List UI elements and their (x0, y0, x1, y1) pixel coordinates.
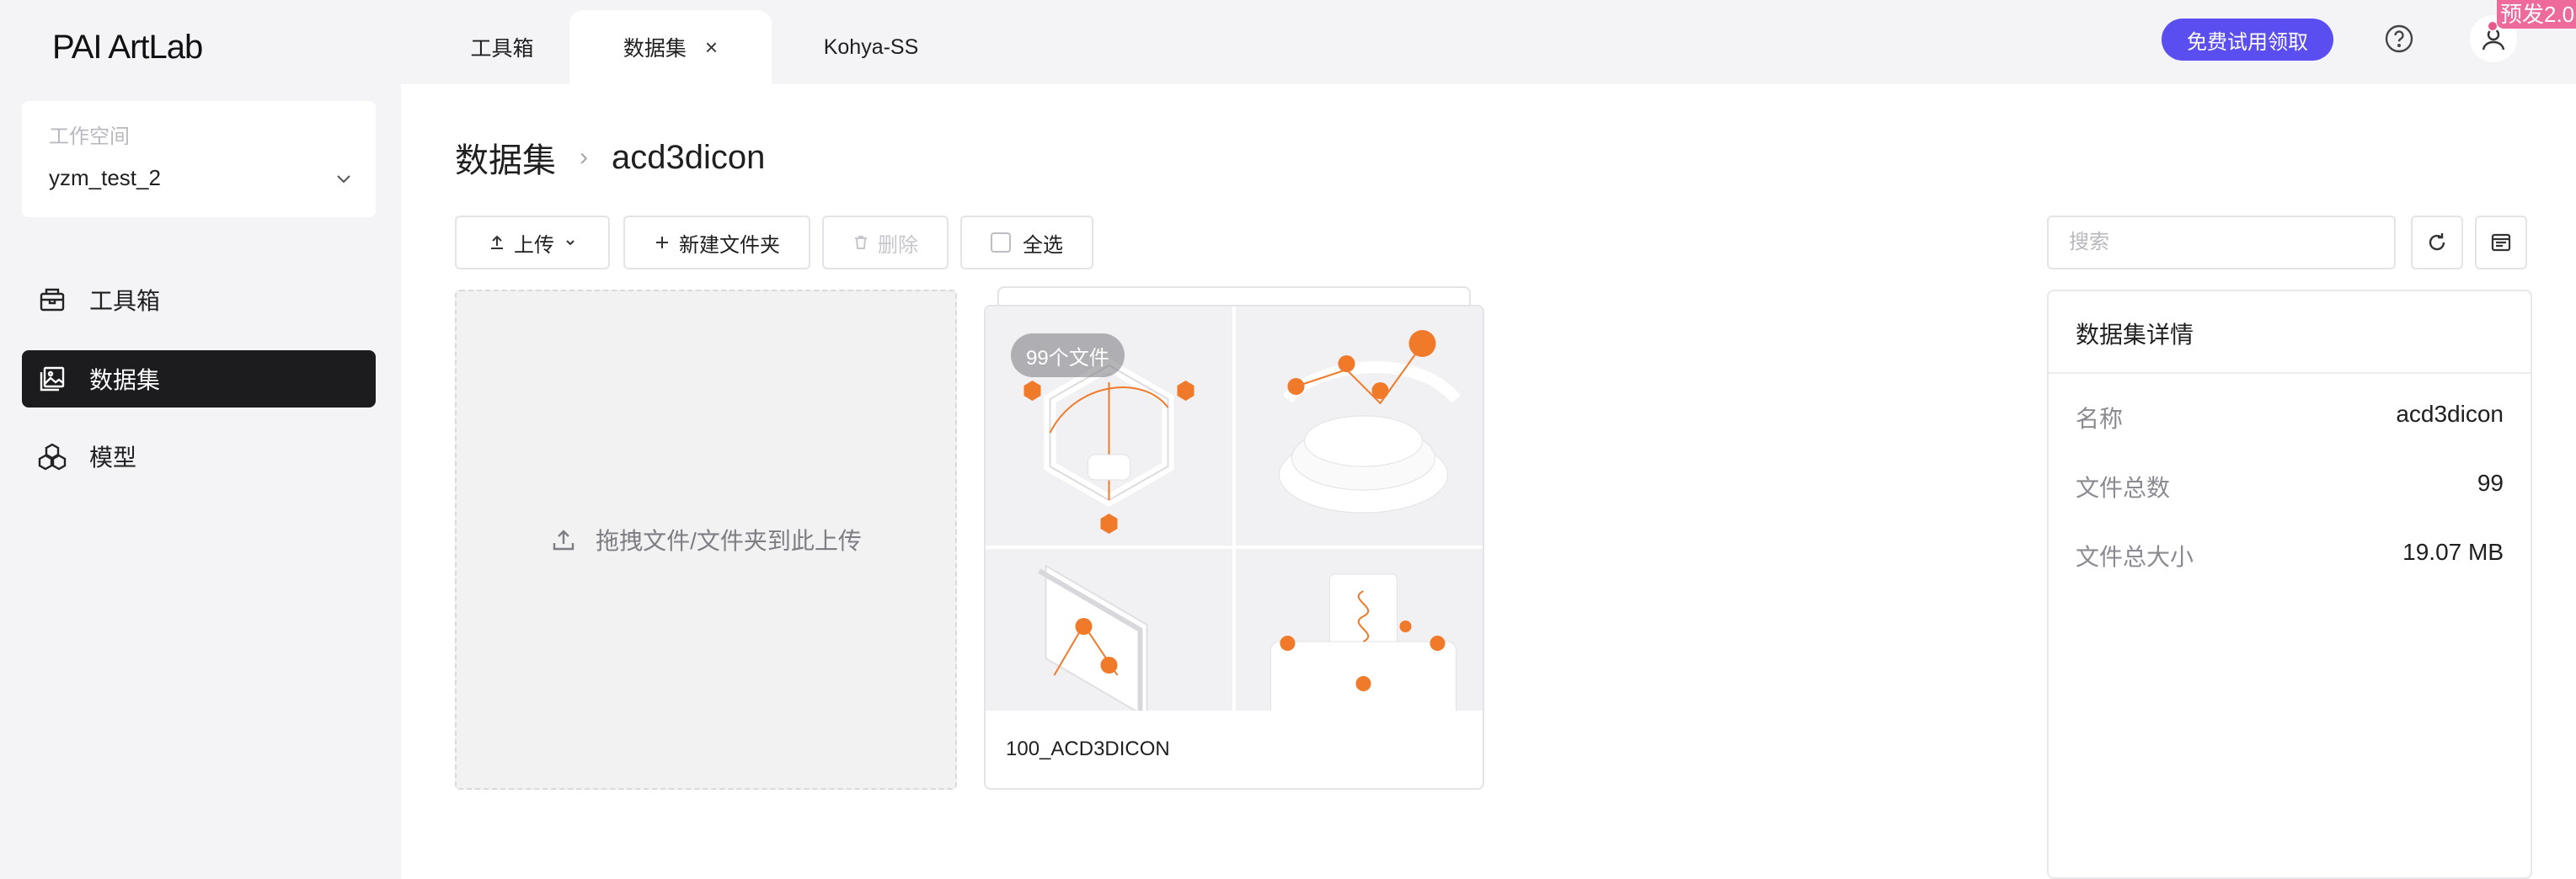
main-content: 数据集 › acd3dicon 上传 新建文件夹 删除 全选 拖拽文件/文件夹到… (401, 84, 2576, 879)
close-icon[interactable]: × (704, 34, 719, 60)
upload-button[interactable]: 上传 (455, 216, 610, 269)
chevron-down-icon (566, 240, 575, 246)
detail-key: 文件总大小 (2076, 544, 2194, 570)
tab-toolbox[interactable]: 工具箱 (435, 10, 569, 84)
tab-label: 工具箱 (470, 37, 534, 61)
toolbox-icon (40, 288, 65, 312)
detail-key: 文件总数 (2076, 475, 2171, 501)
thumbnail (986, 549, 1232, 711)
environment-badge: 预发2.0 (2497, 0, 2576, 29)
help-icon[interactable] (2382, 22, 2416, 56)
workspace-selector[interactable]: 工作空间 yzm_test_2 (22, 101, 376, 217)
workspace-value: yzm_test_2 (49, 165, 161, 190)
chevron-down-icon (337, 175, 350, 184)
file-count-badge: 99个文件 (1011, 333, 1125, 377)
detail-value: 99 (2477, 470, 2504, 496)
sidebar-item-dataset[interactable]: 数据集 (22, 350, 376, 408)
detail-value: acd3dicon (2396, 401, 2504, 427)
details-title: 数据集详情 (2076, 322, 2194, 348)
folder-card[interactable]: 99个文件 100_ACD3DICON (984, 305, 1484, 790)
workspace-label: 工作空间 (49, 125, 130, 148)
sidebar-item-toolbox[interactable]: 工具箱 (22, 271, 376, 328)
tab-kohya-ss[interactable]: Kohya-SS (804, 10, 938, 84)
folder-name: 100_ACD3DICON (1006, 738, 1170, 760)
details-panel-toggle[interactable] (2475, 216, 2527, 269)
search-input[interactable] (2047, 216, 2396, 269)
upload-label: 上传 (514, 233, 554, 257)
breadcrumb-parent[interactable]: 数据集 (455, 142, 556, 179)
dropzone-text: 拖拽文件/文件夹到此上传 (596, 528, 862, 554)
tab-label: 数据集 (623, 37, 687, 61)
breadcrumb: 数据集 › acd3dicon (455, 133, 765, 182)
trash-icon (855, 236, 867, 249)
new-folder-label: 新建文件夹 (679, 233, 780, 257)
sidebar-item-model[interactable]: 模型 (22, 428, 376, 485)
sidebar-item-label: 工具箱 (89, 288, 161, 314)
upload-dropzone[interactable]: 拖拽文件/文件夹到此上传 (455, 290, 957, 790)
new-folder-button[interactable]: 新建文件夹 (623, 216, 810, 269)
tab-label: Kohya-SS (823, 35, 919, 59)
refresh-icon (2429, 233, 2445, 251)
plus-icon (656, 237, 668, 248)
delete-label: 删除 (878, 233, 918, 257)
3d-icon-thumbnail (1237, 549, 1482, 711)
select-all-label: 全选 (1023, 233, 1063, 257)
sidebar: PAI ArtLab 工作空间 yzm_test_2 工具箱 数据集 模型 (0, 0, 401, 879)
panel-icon (2491, 233, 2511, 252)
breadcrumb-current: acd3dicon (612, 138, 766, 176)
refresh-button[interactable] (2411, 216, 2463, 269)
select-all-checkbox[interactable]: 全选 (960, 216, 1093, 269)
upload-icon (491, 235, 503, 249)
detail-value: 19.07 MB (2402, 539, 2504, 565)
detail-row-total-size: 文件总大小 19.07 MB (2076, 539, 2504, 573)
dataset-details-panel: 数据集详情 名称 acd3dicon 文件总数 99 文件总大小 19.07 M… (2047, 290, 2532, 879)
thumbnail (1236, 549, 1483, 711)
divider (2049, 372, 2531, 374)
free-trial-button[interactable]: 免费试用领取 (2162, 19, 2333, 61)
sidebar-item-label: 模型 (89, 445, 137, 471)
tab-dataset[interactable]: 数据集 × (569, 10, 772, 84)
image-gallery-icon (40, 366, 65, 392)
sidebar-item-label: 数据集 (89, 367, 161, 393)
detail-row-name: 名称 acd3dicon (2076, 401, 2504, 434)
breadcrumb-separator: › (580, 143, 588, 171)
detail-row-file-count: 文件总数 99 (2076, 470, 2504, 503)
detail-key: 名称 (2076, 406, 2124, 432)
checkbox-box (991, 232, 1011, 253)
thumbnail (1236, 306, 1483, 546)
upload-icon (553, 530, 575, 551)
app-logo[interactable]: PAI ArtLab (52, 29, 203, 66)
model-cubes-icon (38, 443, 67, 471)
3d-icon-thumbnail (986, 549, 1232, 711)
3d-icon-thumbnail (1237, 306, 1482, 546)
delete-button[interactable]: 删除 (822, 216, 949, 269)
